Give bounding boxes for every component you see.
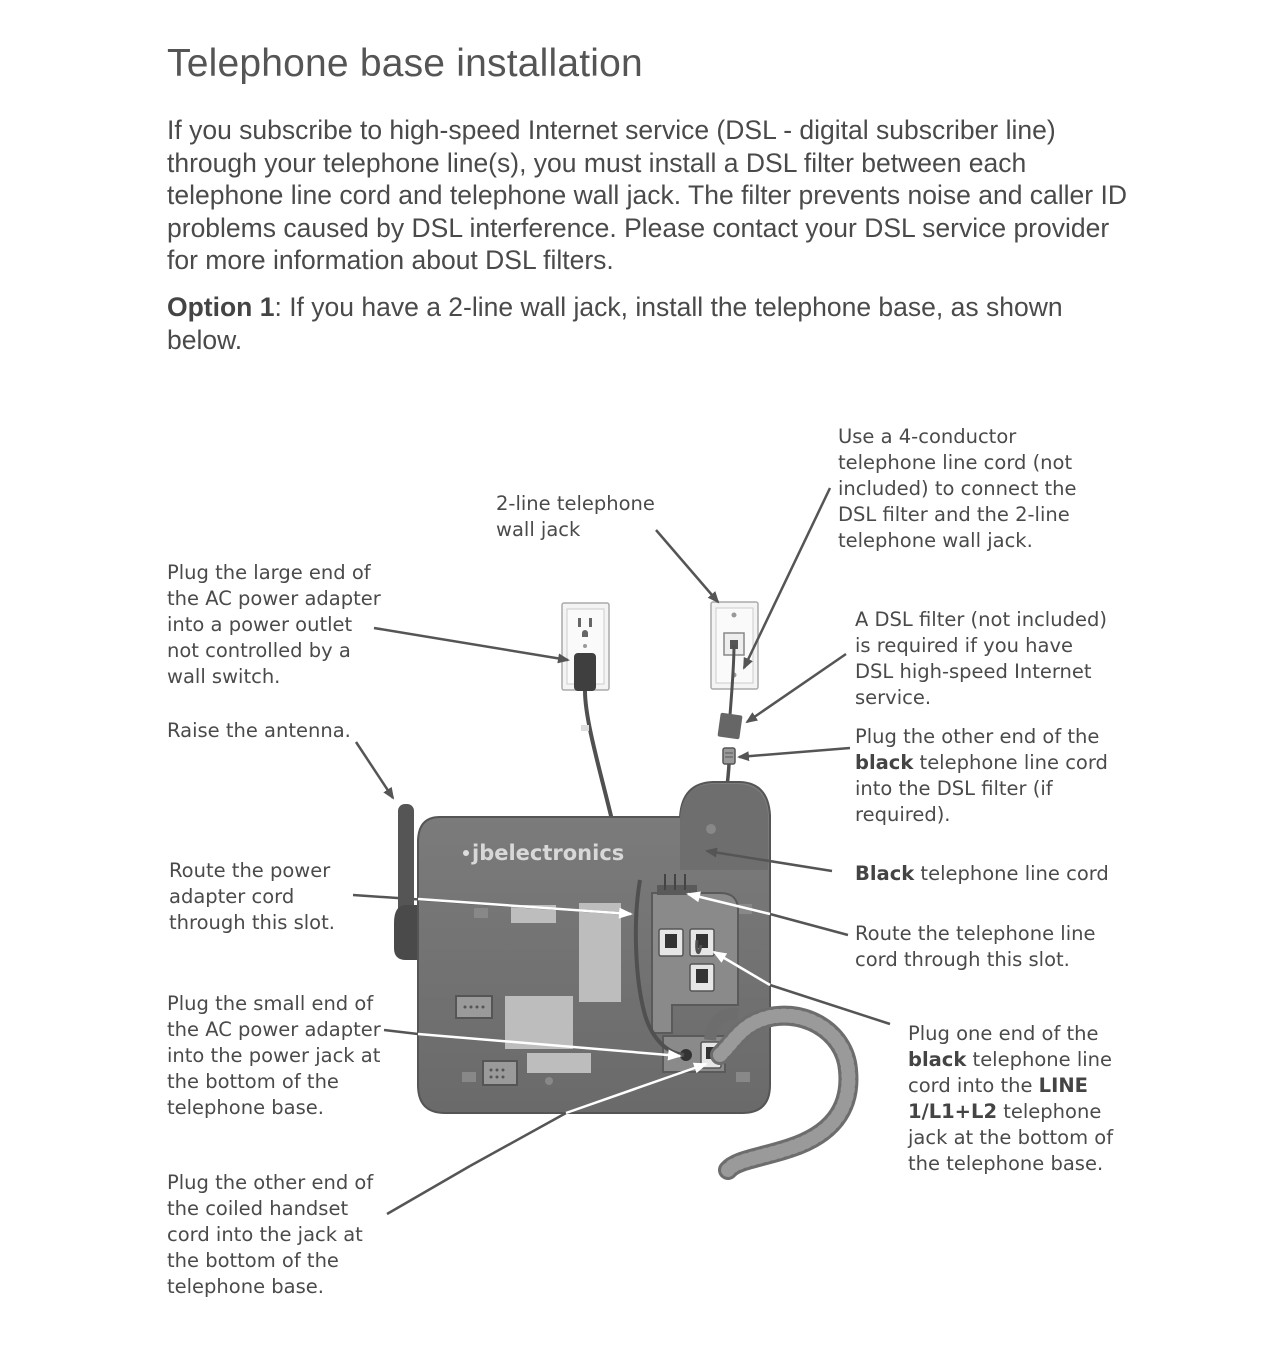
arrow-black-cord (705, 847, 833, 873)
callout-dsl-filter: A DSL filter (not included) is required … (855, 608, 1107, 709)
option-paragraph: Option 1: If you have a 2-line wall jack… (167, 291, 1067, 356)
telephone-wall-jack (710, 601, 759, 716)
callout-other-end: Plug the other end of the black telephon… (855, 725, 1108, 826)
callout-line-jack: Plug one end of the black telephone line… (908, 1022, 1114, 1175)
arrow-ac-outlet (373, 626, 570, 664)
brand-logo: jbelectronics (471, 841, 624, 865)
callout-four-conductor: Use a 4-conductor telephone line cord (n… (838, 425, 1077, 552)
arrow-line-slot-outer (769, 912, 849, 937)
callout-handset-jack: Plug the other end of the coiled handset… (167, 1171, 374, 1298)
intro-paragraph: If you subscribe to high-speed Internet … (167, 115, 1127, 275)
page-title: Telephone base installation (167, 42, 643, 85)
arrow-line-slot-inner (686, 891, 771, 916)
arrow-power-slot-inner (417, 897, 633, 919)
arrow-other-end (737, 746, 851, 762)
arrow-handset-jack-outer (469, 1111, 567, 1168)
callout-ac-outlet: Plug the large end of the AC power adapt… (167, 561, 381, 688)
callout-black-cord: Black telephone line cord (855, 862, 1109, 885)
arrow-handset-jack-inner (565, 1062, 708, 1115)
callout-power-jack: Plug the small end of the AC power adapt… (167, 992, 381, 1119)
arrow-handset-jack (386, 1164, 471, 1216)
telephone-base: jbelectronics (394, 781, 771, 1114)
arrow-power-jack (383, 1028, 419, 1036)
callout-line-slot: Route the telephone line cord through th… (855, 922, 1096, 971)
arrow-power-jack-inner (417, 1032, 682, 1061)
arrow-line-jack-inner (712, 950, 771, 987)
power-outlet (561, 602, 610, 691)
option-label: Option 1 (167, 292, 275, 322)
arrow-dsl-filter (745, 652, 847, 724)
arrow-four-conductor (742, 487, 832, 670)
option-text: : If you have a 2-line wall jack, instal… (167, 292, 1063, 355)
arrow-wall-jack (655, 529, 720, 604)
coiled-handset-cord (704, 1005, 859, 1180)
arrow-line-jack-outer (769, 983, 891, 1026)
callout-antenna: Raise the antenna. (167, 719, 351, 742)
callout-power-slot: Route the power adapter cord through thi… (169, 859, 335, 934)
callout-wall-jack: 2-line telephone wall jack (496, 492, 655, 541)
arrow-antenna (354, 741, 395, 800)
